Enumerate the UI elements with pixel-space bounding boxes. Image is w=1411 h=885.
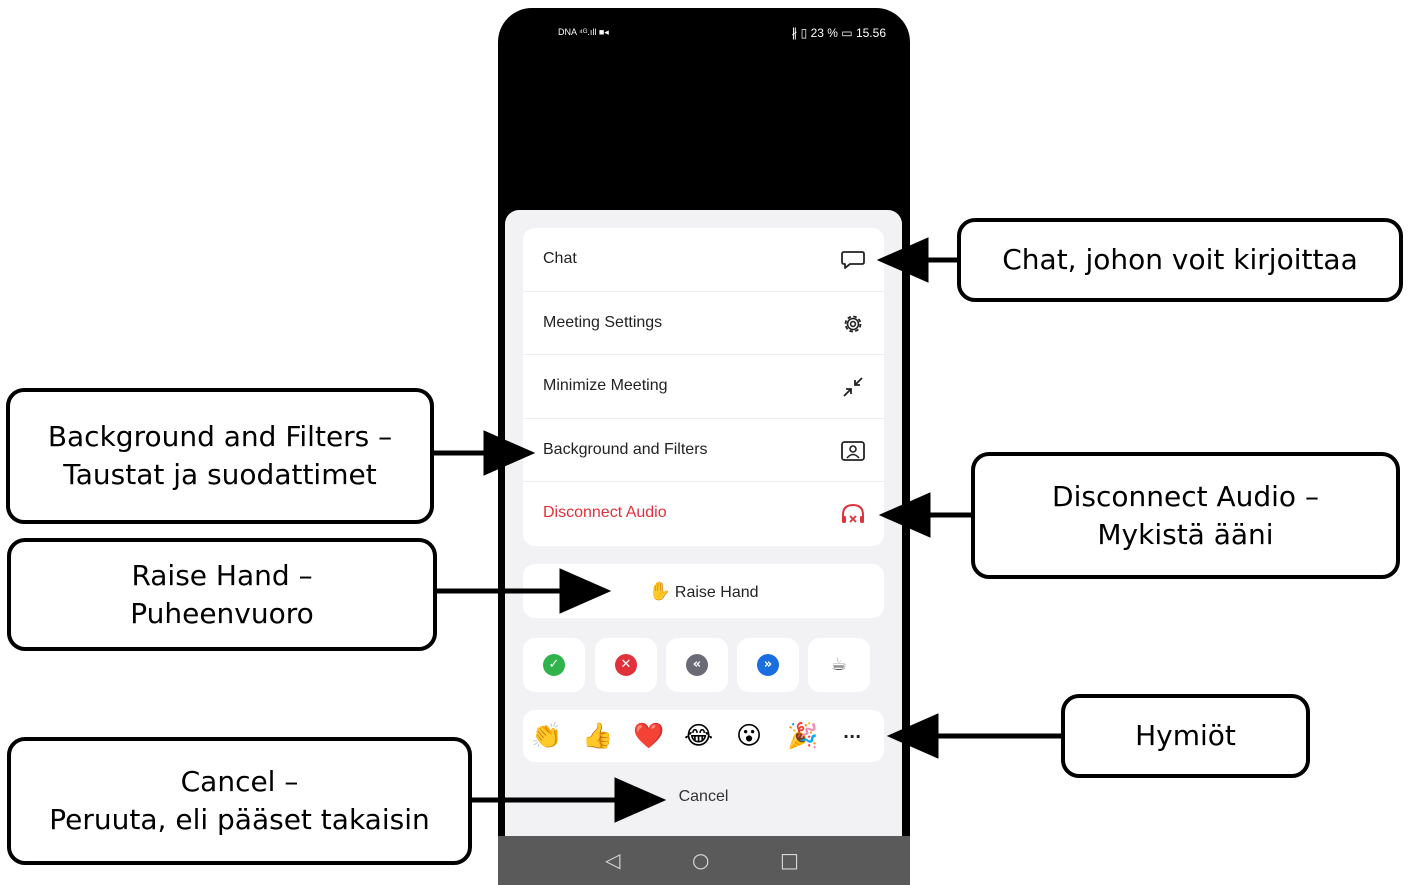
menu-item-label: Chat: [543, 250, 577, 267]
feedback-slower-button[interactable]: «: [666, 638, 728, 692]
callout-disconnect-audio: Disconnect Audio – Mykistä ääni: [971, 452, 1400, 579]
callout-text: Hymiöt: [1135, 719, 1236, 752]
raise-hand-label: Raise Hand: [674, 584, 759, 601]
minimize-arrows-icon: [843, 377, 863, 397]
callout-text: Peruuta, eli pääset takaisin: [49, 803, 430, 836]
portrait-frame-icon: [841, 440, 865, 461]
callout-text: Cancel –: [180, 765, 299, 798]
raised-hand-icon: ✋: [648, 581, 671, 601]
callout-chat: Chat, johon voit kirjoittaa: [957, 218, 1403, 302]
arrow-chat: [876, 237, 929, 283]
clap-emoji-icon[interactable]: 👏: [531, 721, 563, 750]
cancel-button[interactable]: Cancel: [678, 788, 729, 805]
menu-item-label: Disconnect Audio: [543, 504, 667, 522]
recent-apps-icon[interactable]: □: [780, 848, 799, 872]
menu-item-label: Background and Filters: [543, 440, 708, 458]
headphones-off-icon: [842, 504, 864, 524]
menu-item-disconnect-audio[interactable]: Disconnect Audio: [523, 482, 884, 546]
status-bar: DNA ⁴ᴳ.ıll ■◂ ∦ ▯ 23 % ▭ 15.56: [498, 26, 910, 42]
feedback-no-button[interactable]: ✕: [595, 638, 657, 692]
nonverbal-feedback-row: ✓ ✕ « » ☕: [523, 638, 884, 692]
status-left: DNA ⁴ᴳ.ıll ■◂: [558, 27, 609, 37]
no-icon: ✕: [615, 654, 637, 676]
callout-text: Taustat ja suodattimet: [63, 458, 377, 491]
arrow-background: [483, 430, 536, 476]
callout-cancel: Cancel – Peruuta, eli pääset takaisin: [7, 737, 472, 865]
callout-background-filters: Background and Filters – Taustat ja suod…: [6, 388, 434, 524]
phone-screen: DNA ⁴ᴳ.ıll ■◂ ∦ ▯ 23 % ▭ 15.56 Chat Meet…: [498, 8, 910, 885]
menu-item-minimize-meeting[interactable]: Minimize Meeting: [523, 355, 884, 419]
callout-text: Puheenvuoro: [130, 596, 314, 630]
callout-raise-hand: Raise Hand – Puheenvuoro: [7, 538, 437, 651]
faster-icon: »: [757, 654, 779, 676]
callout-text: Background and Filters –: [47, 420, 393, 453]
chat-bubble-icon: [841, 251, 865, 269]
arrow-disconnect: [878, 492, 931, 538]
more-options-sheet: Chat Meeting Settings Minimize Meeting: [505, 210, 902, 836]
thumbs-up-emoji-icon[interactable]: 👍: [582, 721, 614, 750]
surprised-emoji-icon[interactable]: 😮: [736, 721, 763, 750]
feedback-faster-button[interactable]: »: [737, 638, 799, 692]
feedback-yes-button[interactable]: ✓: [523, 638, 585, 692]
gear-icon: [844, 315, 862, 332]
menu-item-label: Minimize Meeting: [543, 377, 668, 395]
more-emoji-icon[interactable]: ···: [843, 727, 862, 746]
slower-icon: «: [686, 654, 708, 676]
coffee-icon: ☕: [828, 654, 850, 676]
party-popper-emoji-icon[interactable]: 🎉: [787, 721, 819, 750]
status-right: ∦ ▯ 23 % ▭ 15.56: [791, 26, 886, 40]
home-icon[interactable]: ○: [692, 848, 710, 872]
arrow-cancel: [614, 777, 667, 823]
menu-item-label: Meeting Settings: [543, 313, 663, 331]
menu-item-meeting-settings[interactable]: Meeting Settings: [523, 292, 884, 356]
back-icon[interactable]: ◁: [605, 848, 621, 872]
options-menu: Chat Meeting Settings Minimize Meeting: [523, 228, 884, 546]
callout-emojis: Hymiöt: [1061, 694, 1310, 778]
yes-icon: ✓: [543, 654, 565, 676]
heart-emoji-icon[interactable]: ❤️: [633, 721, 665, 750]
menu-item-background-filters[interactable]: Background and Filters: [523, 419, 884, 483]
callout-text: Disconnect Audio –: [1052, 479, 1319, 513]
emoji-reactions-row: 👏 👍 ❤️ 😂 😮 🎉 ···: [523, 710, 884, 762]
arrow-emojis: [886, 713, 939, 759]
menu-item-chat[interactable]: Chat: [523, 228, 884, 292]
feedback-coffee-button[interactable]: ☕: [808, 638, 870, 692]
callout-text: Mykistä ääni: [1097, 517, 1274, 551]
callout-text: Chat, johon voit kirjoittaa: [1002, 243, 1358, 276]
arrow-raise-hand: [559, 568, 612, 614]
laughing-emoji-icon[interactable]: 😂: [684, 721, 714, 750]
callout-text: Raise Hand –: [131, 558, 313, 592]
